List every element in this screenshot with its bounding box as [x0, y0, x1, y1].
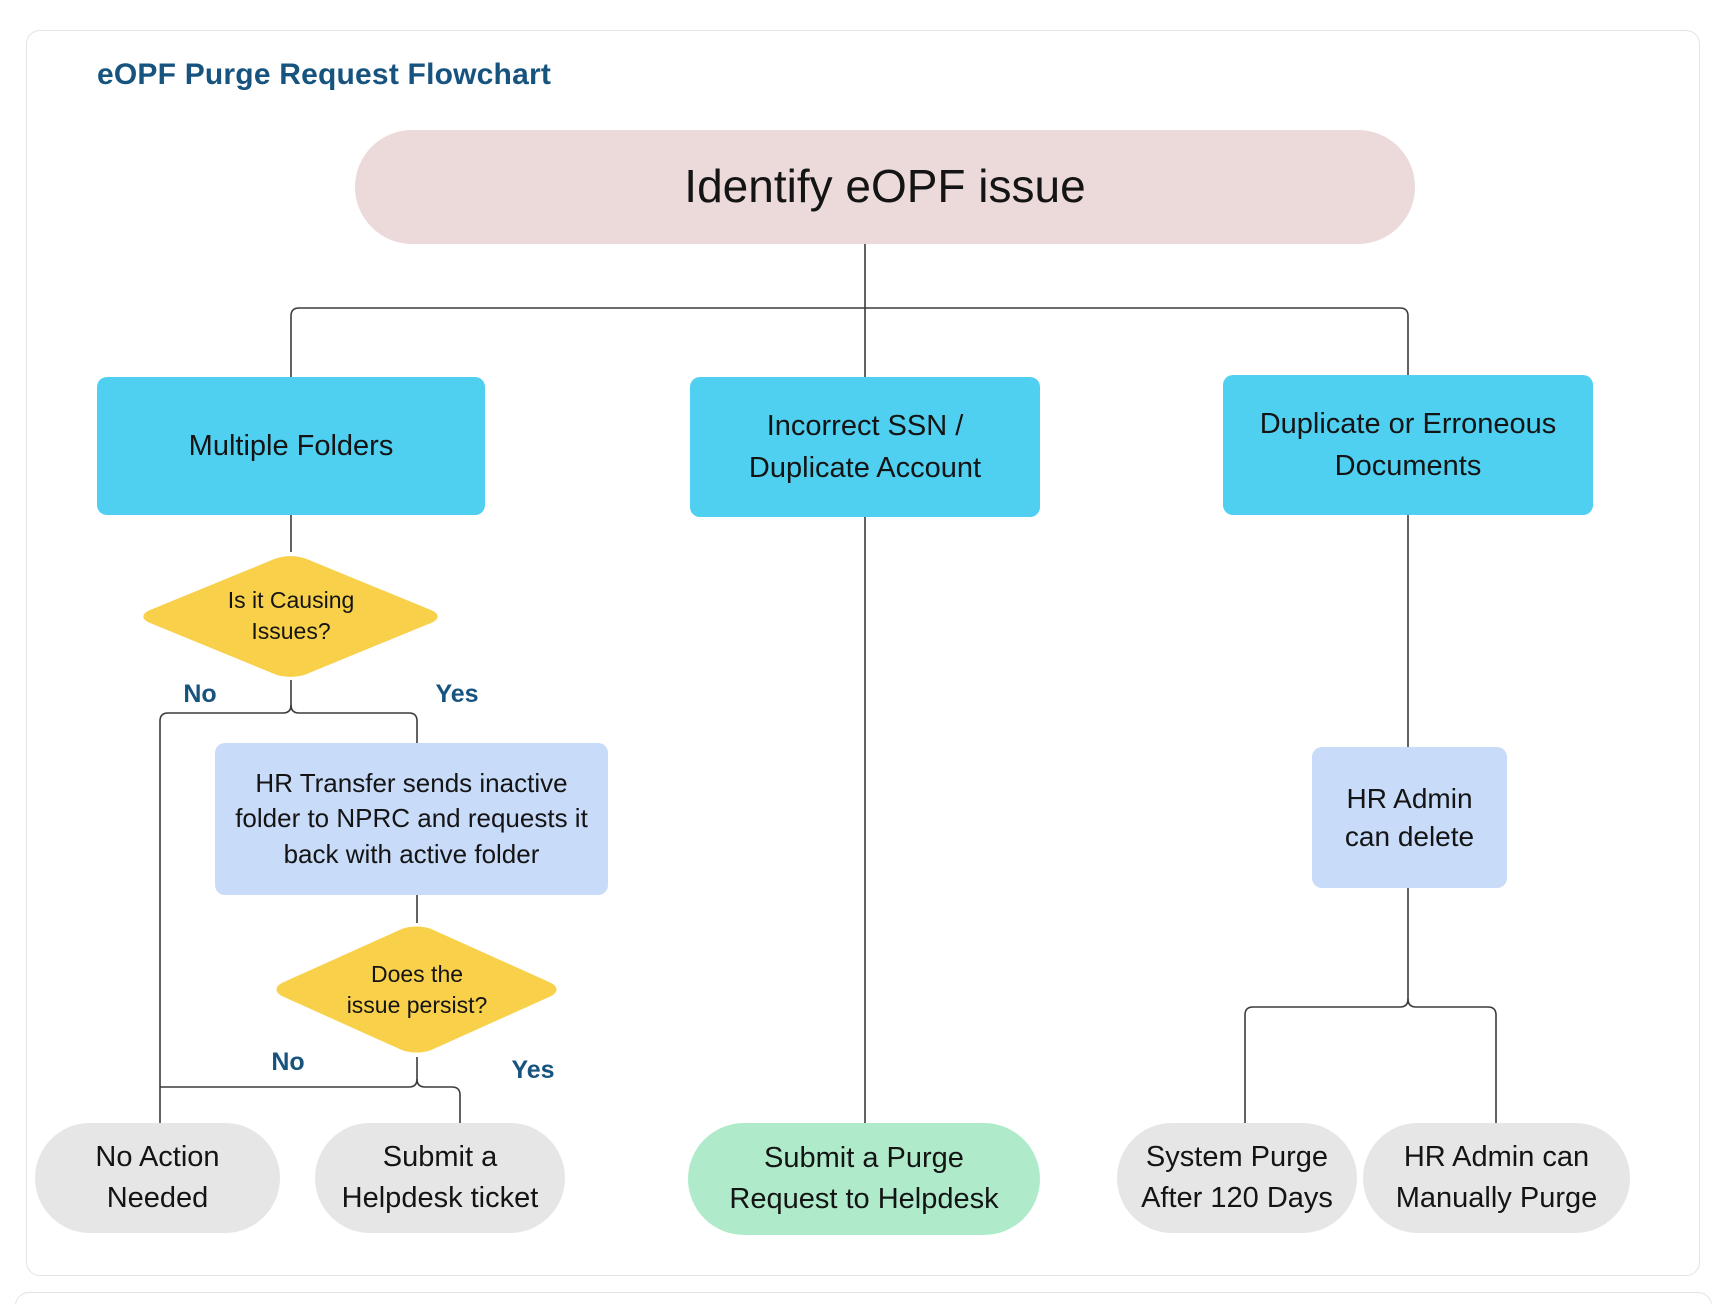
- next-card-edge: [15, 1292, 1712, 1304]
- node-multiple-folders: Multiple Folders: [97, 377, 485, 515]
- node-label-line: Duplicate or Erroneous: [1259, 407, 1557, 440]
- page-title: eOPF Purge Request Flowchart: [97, 58, 552, 91]
- node-label-line: After 120 Days: [1141, 1182, 1333, 1214]
- decision-causing-issues: Is it Causing Issues?: [161, 556, 421, 676]
- node-label-line: HR Admin: [1346, 782, 1473, 814]
- node-label-line: Issues?: [251, 618, 331, 644]
- node-label-line: can delete: [1344, 820, 1475, 852]
- node-label: Identify eOPF issue: [684, 160, 1086, 213]
- node-duplicate-erroneous-docs: Duplicate or Erroneous Documents: [1223, 375, 1593, 515]
- node-system-purge-120-days: System Purge After 120 Days: [1117, 1123, 1357, 1233]
- node-incorrect-ssn: Incorrect SSN / Duplicate Account: [690, 377, 1040, 517]
- node-label-line: Helpdesk ticket: [341, 1182, 539, 1214]
- node-label-line: folder to NPRC and requests it: [235, 803, 588, 834]
- node-label-line: Submit a Purge: [764, 1142, 964, 1175]
- node-label-line: No Action: [95, 1141, 220, 1174]
- edge-label-persist-yes: Yes: [511, 1056, 555, 1084]
- node-hr-admin-manually-purge: HR Admin can Manually Purge: [1363, 1123, 1630, 1233]
- node-label-line: Duplicate Account: [748, 452, 982, 484]
- node-hr-admin-can-delete: HR Admin can delete: [1312, 747, 1507, 888]
- edge-label-persist-no: No: [271, 1048, 305, 1076]
- node-label-line: HR Transfer sends inactive: [255, 768, 568, 799]
- edge-label-causing-no: No: [183, 680, 217, 708]
- node-hr-transfer: HR Transfer sends inactive folder to NPR…: [215, 743, 608, 895]
- node-submit-purge-request: Submit a Purge Request to Helpdesk: [688, 1123, 1040, 1235]
- node-identify-eopf-issue: Identify eOPF issue: [355, 130, 1415, 244]
- decision-issue-persist: Does the issue persist?: [297, 930, 537, 1050]
- node-label-line: HR Admin can: [1403, 1141, 1590, 1174]
- node-label-line: Needed: [106, 1182, 209, 1214]
- node-label-line: Submit a: [382, 1141, 498, 1174]
- node-label-line: issue persist?: [346, 992, 488, 1018]
- node-label-line: Incorrect SSN /: [766, 409, 964, 442]
- node-label-line: Does the: [370, 960, 464, 987]
- node-label-line: System Purge: [1145, 1141, 1329, 1174]
- node-label-line: Is it Causing: [227, 586, 355, 613]
- node-label-line: Manually Purge: [1395, 1182, 1598, 1214]
- node-no-action-needed: No Action Needed: [35, 1123, 280, 1233]
- node-label-line: Documents: [1334, 450, 1482, 482]
- node-submit-helpdesk-ticket: Submit a Helpdesk ticket: [315, 1123, 565, 1233]
- node-label-line: Request to Helpdesk: [729, 1183, 999, 1215]
- edge-label-causing-yes: Yes: [435, 680, 479, 708]
- node-label: Multiple Folders: [188, 429, 394, 462]
- node-label-line: back with active folder: [283, 838, 540, 869]
